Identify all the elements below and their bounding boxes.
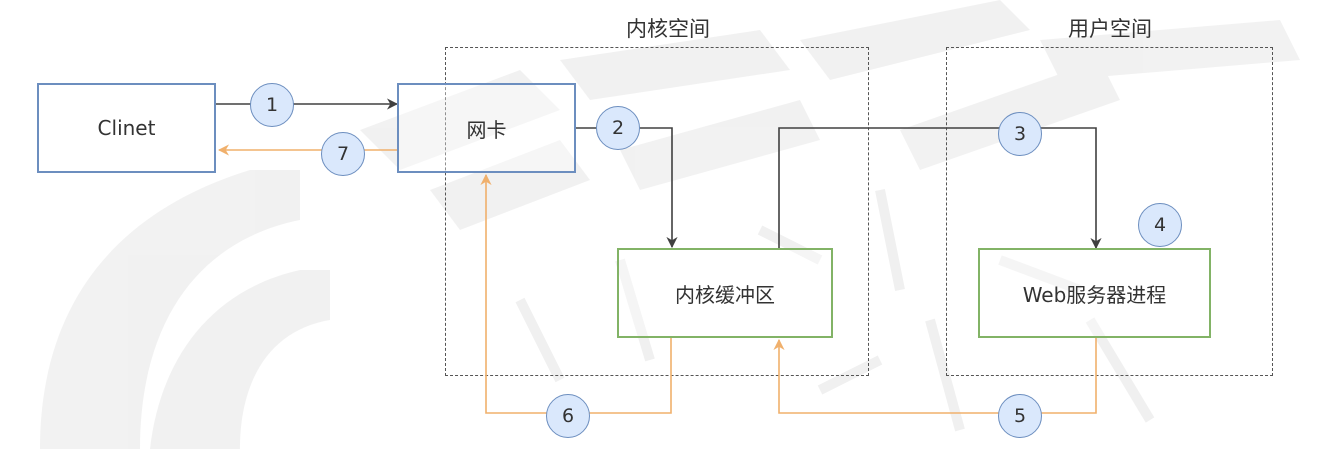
step-7-marker: 7	[321, 132, 365, 176]
arrow-web-to-buffer	[773, 338, 1097, 414]
kernel-buffer-node-label: 内核缓冲区	[675, 282, 775, 307]
kernel-space-region	[445, 47, 869, 376]
step-1-marker: 1	[250, 83, 294, 127]
step-5-marker: 5	[998, 394, 1042, 438]
arrow-buffer-to-web	[778, 127, 1102, 250]
step-3-marker: 3	[998, 112, 1042, 156]
nic-node: 网卡	[397, 83, 576, 173]
step-6-marker: 6	[546, 394, 590, 438]
user-space-region	[946, 47, 1273, 376]
web-process-node: Web服务器进程	[978, 248, 1211, 338]
user-space-title: 用户空间	[1068, 17, 1152, 41]
step-4-marker: 4	[1138, 203, 1182, 247]
nic-node-label: 网卡	[466, 117, 507, 142]
client-node: Clinet	[37, 83, 216, 173]
web-process-node-label: Web服务器进程	[1022, 282, 1167, 307]
kernel-space-title: 内核空间	[626, 17, 710, 41]
step-2-marker: 2	[596, 106, 640, 150]
client-node-label: Clinet	[97, 116, 156, 140]
kernel-buffer-node: 内核缓冲区	[617, 248, 833, 338]
